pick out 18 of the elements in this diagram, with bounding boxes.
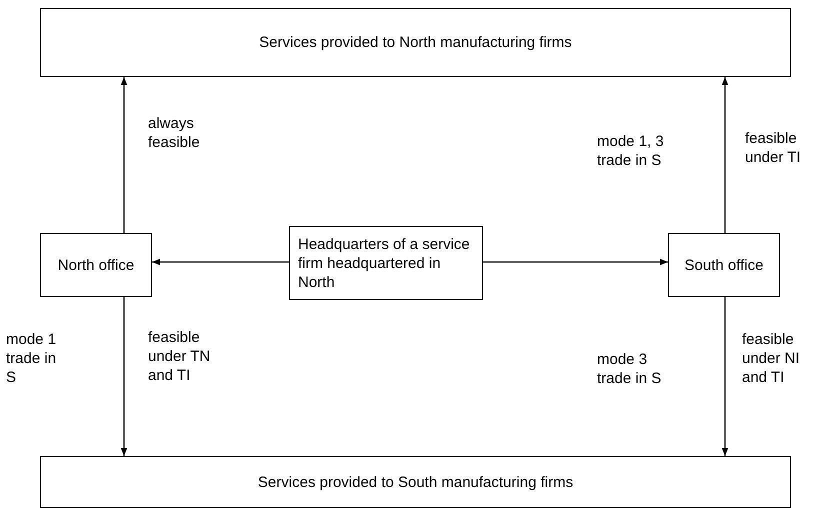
annotation-text: mode 1, 3 trade in S xyxy=(597,132,665,170)
arrow xyxy=(152,258,289,266)
edge-label: feasible under NI and TI xyxy=(742,330,801,387)
edge-label: always feasible xyxy=(148,114,201,152)
process-box: Headquarters of a service firm headquartered in North xyxy=(289,226,483,300)
annotation-text: mode 1 trade in S xyxy=(6,330,58,387)
edge-label: feasible under TN and TI xyxy=(148,328,212,385)
annotation-text: mode 3 trade in S xyxy=(597,350,662,388)
arrow xyxy=(483,258,668,266)
edge-label: feasible under TI xyxy=(745,129,802,167)
process-box: Services provided to North manufacturing firms xyxy=(40,8,791,77)
arrow xyxy=(120,77,128,233)
arrow xyxy=(722,297,728,456)
process-box: North office xyxy=(40,233,152,297)
arrow xyxy=(120,297,128,456)
arrow xyxy=(722,77,728,233)
process-box: Services provided to South manufacturing firms xyxy=(40,456,791,508)
process-box: South office xyxy=(668,233,780,297)
